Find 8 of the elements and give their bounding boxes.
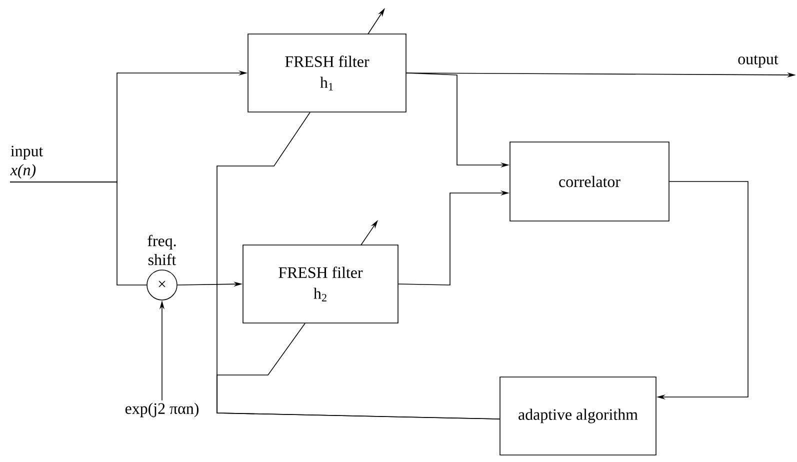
- beside-label: freq. shift: [148, 234, 176, 266]
- signal-label: exp(j2 παn): [125, 402, 198, 418]
- process-box: adaptive algorithm: [500, 376, 656, 456]
- input-label: input x(n): [10, 146, 44, 179]
- process-box: FRESH filter h$_{2}$: [242, 244, 398, 324]
- edge-label: output: [738, 55, 778, 68]
- process-box: FRESH filter h$_{1}$: [248, 34, 406, 112]
- process-box: correlator: [510, 142, 670, 222]
